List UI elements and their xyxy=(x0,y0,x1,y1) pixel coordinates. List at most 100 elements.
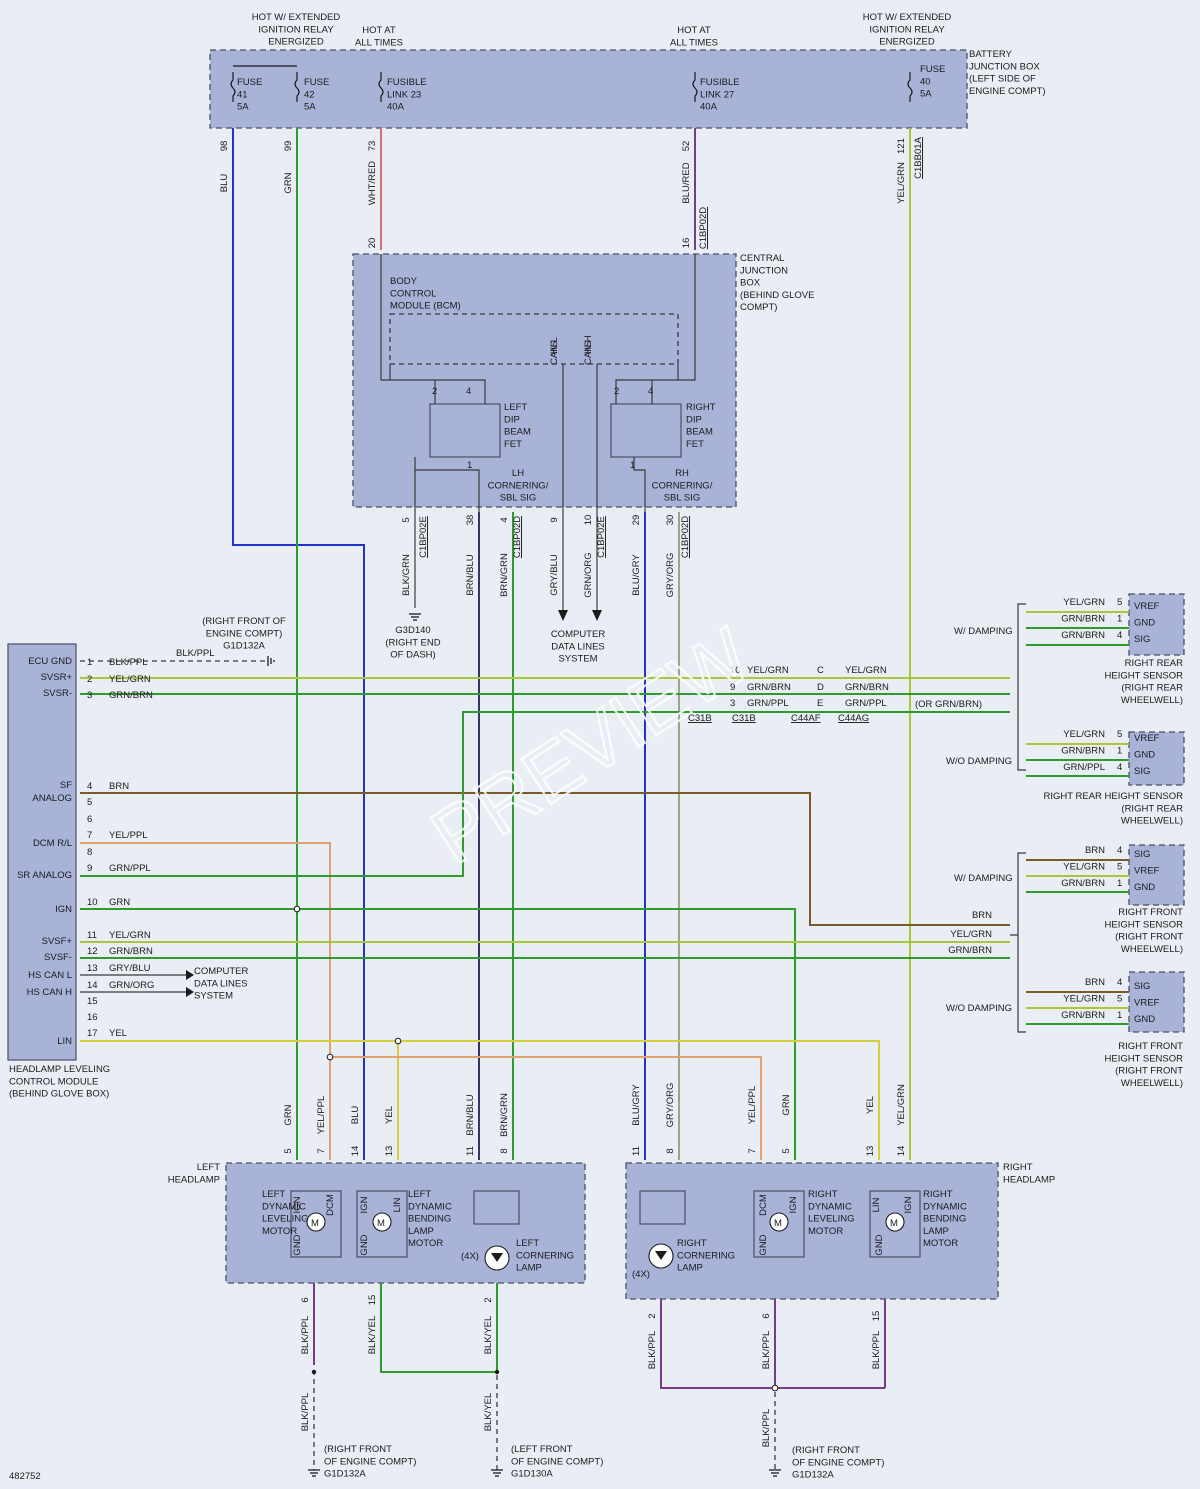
rear-pin-letter: C xyxy=(817,665,824,676)
left-leveling-label: MOTOR xyxy=(262,1226,297,1237)
left-headlamp-pin: 5 xyxy=(283,1148,294,1153)
wire-yel-ppl-7 xyxy=(80,842,331,1060)
fuse-label: 5A xyxy=(304,102,316,113)
hlcm-pin-number: 11 xyxy=(87,930,97,941)
rear-pin-number: 9 xyxy=(730,682,735,693)
rh-sig-label: CORNERING/ xyxy=(652,480,713,491)
right-fet-label: DIP xyxy=(686,414,702,425)
cjb-label: (BEHIND GLOVE xyxy=(740,290,814,301)
cjb-label: JUNCTION xyxy=(740,265,788,276)
wire-yel-17 xyxy=(80,1040,880,1160)
cjb-label: BOX xyxy=(740,278,761,289)
hlcm-pin-number: 4 xyxy=(87,781,92,792)
hot-all-label-1: ALL TIMES xyxy=(355,37,403,48)
left-bending-label: BENDING xyxy=(408,1214,451,1225)
sensor-label: RIGHT FRONT xyxy=(1118,907,1183,918)
hlcm-pin-name: SVSR- xyxy=(43,688,72,699)
top-wire-code: WHT/RED xyxy=(367,161,378,205)
hlcm-pin-wire: BLK/PPL xyxy=(109,657,148,668)
hlcm-label: HEADLAMP LEVELING xyxy=(9,1064,110,1075)
svg-text:M: M xyxy=(890,1218,898,1229)
hlcm-pin-wire: BRN xyxy=(109,781,129,792)
left-cornering-module xyxy=(473,1190,520,1225)
rear-pin-letter: D xyxy=(817,682,824,693)
computer-data-label-2: COMPUTER xyxy=(194,966,249,977)
rear-wire-left: GRN/BRN xyxy=(747,682,791,693)
sensor-sig: SIG xyxy=(1134,981,1150,992)
sensor-label: (RIGHT REAR xyxy=(1121,683,1183,694)
battery-box-label: JUNCTION BOX xyxy=(969,61,1040,72)
motor-gnd: GND xyxy=(292,1234,303,1255)
hlcm-pin-wire: GRN/PPL xyxy=(109,863,151,874)
fet-pin: 2 xyxy=(432,386,437,397)
top-pin: 98 xyxy=(219,141,230,152)
cjb-out-wire: BLU/GRY xyxy=(631,554,642,596)
left-headlamp-pin: 13 xyxy=(384,1146,395,1157)
right-headlamp-wire: GRY/ORG xyxy=(665,1083,676,1128)
hot-ext-label-1: IGNITION RELAY xyxy=(258,24,334,35)
cjb-out-pin: 9 xyxy=(549,517,560,522)
left-headlamp-pin: 8 xyxy=(499,1148,510,1153)
left-leveling-label: DYNAMIC xyxy=(262,1201,306,1212)
sensor-box-1 xyxy=(1128,593,1185,656)
left-dip-beam-fet xyxy=(429,403,501,458)
ground-label: G1D132A xyxy=(792,1470,834,1481)
hlcm-pin-number: 3 xyxy=(87,690,92,701)
wire-yel-ppl-right xyxy=(330,1056,762,1160)
ground-wire: BLK/PPL xyxy=(761,1409,772,1448)
x4-label: (4X) xyxy=(461,1251,479,1262)
left-bending-label: LAMP xyxy=(408,1226,434,1237)
left-fet-label: FET xyxy=(504,439,522,450)
can-l-label: CAN L xyxy=(549,337,560,365)
fuse-label: 41 xyxy=(237,89,248,100)
hlcm-pin-name: HS CAN L xyxy=(28,970,72,981)
front-bus-wire: YEL/GRN xyxy=(950,929,992,940)
right-gnd-wire: BLK/PPL xyxy=(871,1331,882,1370)
cjb-label: CENTRAL xyxy=(740,253,784,264)
ground-label: (LEFT FRONT xyxy=(511,1444,573,1455)
sensor-label: HEIGHT SENSOR xyxy=(1105,670,1184,681)
right-headlamp-pin: 13 xyxy=(865,1146,876,1157)
sensor-pin: 4 xyxy=(1117,977,1122,988)
lh-sig-label: CORNERING/ xyxy=(488,480,549,491)
right-bending-label: BENDING xyxy=(923,1214,966,1225)
fuse-label: FUSIBLE xyxy=(700,77,740,88)
sensor-label: WHEELWELL) xyxy=(1121,944,1183,955)
cjb-out-pin: 10 xyxy=(583,515,594,526)
hlcm-pin-number: 1 xyxy=(87,657,92,668)
hot-ext-label-2: IGNITION RELAY xyxy=(869,24,945,35)
fet-pin: 1 xyxy=(630,460,635,471)
hlcm-pin-wire: YEL/PPL xyxy=(109,830,148,841)
headlamp-leveling-module xyxy=(7,643,77,1061)
right-bending-label: RIGHT xyxy=(923,1189,953,1200)
hlcm-pin-number: 12 xyxy=(87,946,98,957)
motor-pin: IGN xyxy=(292,1196,303,1213)
computer-data-label: SYSTEM xyxy=(558,654,597,665)
left-bending-label: DYNAMIC xyxy=(408,1201,452,1212)
rh-sig-label: RH xyxy=(675,468,689,479)
motor-gnd: GND xyxy=(359,1234,370,1255)
sensor-wire: YEL/GRN xyxy=(1063,729,1105,740)
left-leveling-label: LEVELING xyxy=(262,1214,308,1225)
right-gnd-pin: 6 xyxy=(761,1313,772,1318)
sensor-pin: 1 xyxy=(1117,746,1122,757)
right-headlamp-wire: YEL/GRN xyxy=(896,1084,907,1126)
right-gnd-wire: BLK/PPL xyxy=(647,1331,658,1370)
hlcm-pin-number: 13 xyxy=(87,963,98,974)
top-wire-code: BLU/RED xyxy=(681,162,692,203)
fuse-label: FUSE xyxy=(920,64,945,75)
left-headlamp-label: HEADLAMP xyxy=(168,1174,220,1185)
cjb-out-connector: C1BP02E xyxy=(418,516,429,558)
hot-all-label-2: ALL TIMES xyxy=(670,37,718,48)
rear-wire-right: GRN/PPL xyxy=(845,698,887,709)
hlcm-pin-number: 6 xyxy=(87,814,92,825)
sensor-sig: VREF xyxy=(1134,733,1160,744)
hot-ext-label-2: HOT W/ EXTENDED xyxy=(863,12,952,23)
cjb-out-pin: 30 xyxy=(665,515,676,526)
left-bending-label: MOTOR xyxy=(408,1238,443,1249)
computer-data-label-2: SYSTEM xyxy=(194,991,233,1002)
right-leveling-label: DYNAMIC xyxy=(808,1201,852,1212)
right-leveling-label: LEVELING xyxy=(808,1214,854,1225)
cjb-out-wire: GRY/ORG xyxy=(665,553,676,598)
hlcm-pin-wire: GRN/ORG xyxy=(109,980,154,991)
